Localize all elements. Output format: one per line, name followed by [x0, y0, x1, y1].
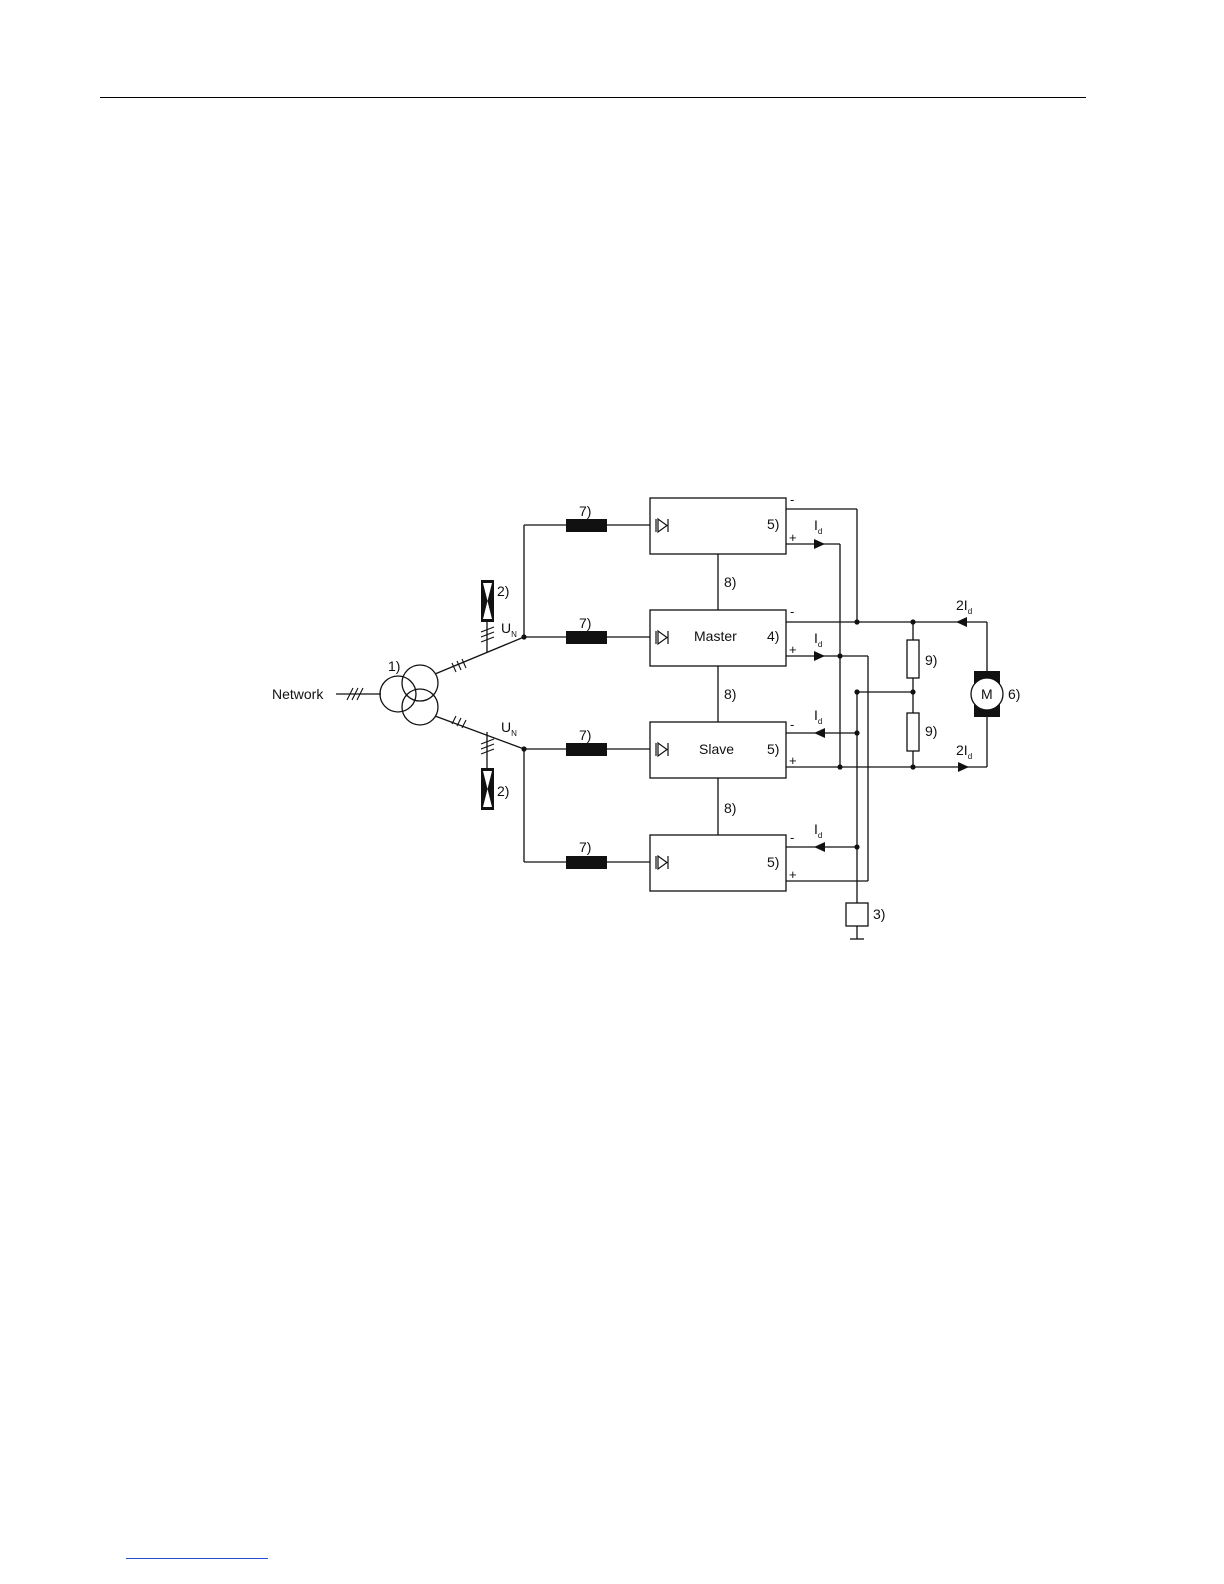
current-label: Id [814, 517, 822, 536]
thyristor-icon-1 [656, 519, 668, 532]
resistor-label: 9) [925, 652, 937, 668]
reactor-1 [566, 519, 607, 532]
transformer-secondary-coil-lower [402, 689, 438, 725]
thyristor-icon-3 [656, 743, 668, 756]
master-ref-label: 4) [767, 628, 779, 644]
three-phase-ticks-arrester-upper-icon [481, 627, 494, 642]
converter-ref-label: 5) [767, 516, 779, 532]
link-label: 8) [724, 686, 736, 702]
reactor-4 [566, 856, 607, 869]
network-label: Network [272, 686, 324, 702]
plus-sign: + [789, 642, 797, 657]
link-label: 8) [724, 800, 736, 816]
reactor-3 [566, 743, 607, 756]
voltage-label: UN [501, 719, 517, 738]
footer-link-underline[interactable] [126, 1558, 268, 1559]
resistor-label: 9) [925, 723, 937, 739]
slave-label: Slave [699, 741, 734, 757]
converter-box-4 [650, 835, 786, 891]
minus-sign: - [790, 717, 794, 732]
surge-arrester-label: 2) [497, 583, 509, 599]
arrow-right-icon [958, 762, 969, 772]
plus-sign: + [789, 530, 797, 545]
reactor-label: 7) [579, 615, 591, 631]
arrow-left-icon [814, 842, 825, 852]
reactor-label: 7) [579, 503, 591, 519]
surge-arrester-upper-icon [481, 580, 494, 622]
current-label: Id [814, 707, 822, 726]
double-current-label: 2Id [956, 742, 972, 761]
link-label: 8) [724, 574, 736, 590]
current-label: Id [814, 630, 822, 649]
reactor-2 [566, 631, 607, 644]
thyristor-icon-2 [656, 631, 668, 644]
minus-sign: - [790, 830, 794, 845]
current-label: Id [814, 821, 822, 840]
reactor-label: 7) [579, 727, 591, 743]
voltage-label: UN [501, 620, 517, 639]
grounding-label: 3) [873, 906, 885, 922]
thyristor-icon-4 [656, 856, 668, 869]
transformer-secondary-coil-upper [402, 665, 438, 701]
minus-sign: - [790, 604, 794, 619]
surge-arrester-label: 2) [497, 783, 509, 799]
arrow-left-icon [956, 617, 967, 627]
master-label: Master [694, 628, 737, 644]
converter-ref-label: 5) [767, 854, 779, 870]
surge-arrester-lower-icon [481, 768, 494, 810]
minus-sign: - [790, 492, 794, 507]
resistor-lower [907, 713, 919, 751]
resistor-upper [907, 640, 919, 678]
converter-box-1 [650, 498, 786, 554]
three-phase-ticks-network-icon [347, 688, 363, 700]
upper-secondary-line [435, 637, 524, 674]
motor-ref-label: 6) [1008, 686, 1020, 702]
arrow-left-icon [814, 728, 825, 738]
motor-symbol-label: M [981, 686, 993, 702]
converter-ref-label: 5) [767, 741, 779, 757]
arrow-right-icon [814, 539, 825, 549]
transformer-label: 1) [388, 658, 400, 674]
transformer-primary-coil [380, 676, 416, 712]
arrow-right-icon [814, 651, 825, 661]
plus-sign: + [789, 753, 797, 768]
reactor-label: 7) [579, 839, 591, 855]
plus-sign: + [789, 867, 797, 882]
grounding-box [846, 903, 868, 926]
double-current-label: 2Id [956, 597, 972, 616]
three-phase-ticks-arrester-lower-icon [481, 739, 494, 754]
